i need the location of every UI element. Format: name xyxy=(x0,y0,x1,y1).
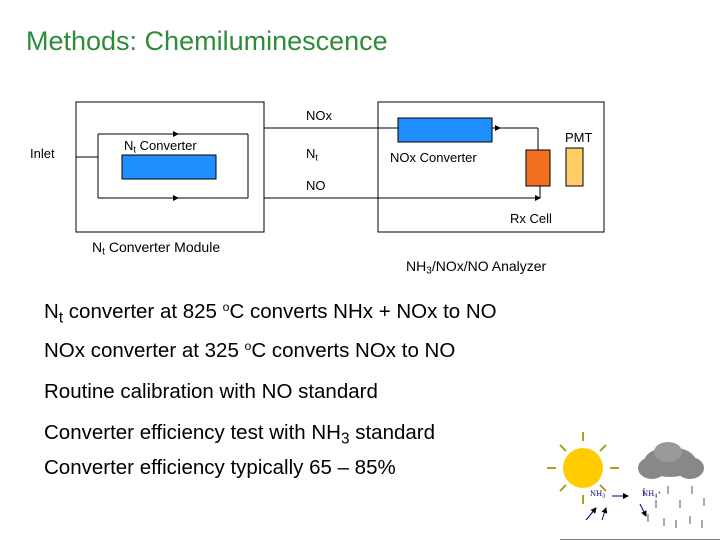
rx-cell-label: Rx Cell xyxy=(510,211,552,226)
pmt-label: PMT xyxy=(565,130,593,145)
deposition-arrow xyxy=(639,503,647,517)
body-text: Nt converter at 825 oC converts NHx + NO… xyxy=(44,293,497,482)
slide-title: Methods: Chemiluminescence xyxy=(26,26,388,56)
nt-converter-block xyxy=(121,154,217,180)
no-label: NO xyxy=(306,178,326,193)
analyzer-label: NH3/NOx/NO Analyzer xyxy=(406,258,547,277)
text-line-calibration: Routine calibration with NO standard xyxy=(44,380,378,404)
nt-converter-label: Nt Converter xyxy=(124,138,197,155)
nh4-small-label: NH4+ xyxy=(642,490,661,500)
nox-converter-label: NOx Converter xyxy=(390,150,477,165)
nh3-small-label: NH3 xyxy=(590,490,606,500)
text-line-nox-converter: NOx converter at 325 oC converts NOx to … xyxy=(44,339,456,363)
pmt-block xyxy=(565,147,584,187)
text-line-nt-converter: Nt converter at 825 oC converts NHx + NO… xyxy=(44,299,497,327)
converter-module-label: Nt Converter Module xyxy=(92,239,221,258)
emission-arrow-2 xyxy=(601,507,608,521)
sun-illustration xyxy=(547,432,619,504)
cloud-illustration xyxy=(638,442,704,479)
rx-cell-block xyxy=(525,149,551,187)
nox-converter-block xyxy=(397,117,493,143)
nt-label: Nt xyxy=(306,146,318,163)
nox-label: NOx xyxy=(306,108,332,123)
text-line-efficiency-test: Converter efficiency test with NH3 stand… xyxy=(44,421,436,448)
rain-lines xyxy=(643,486,705,528)
inlet-label: Inlet xyxy=(30,146,55,161)
emission-arrow-1 xyxy=(585,507,597,521)
text-line-efficiency-typical: Converter efficiency typically 65 – 85% xyxy=(44,455,396,479)
